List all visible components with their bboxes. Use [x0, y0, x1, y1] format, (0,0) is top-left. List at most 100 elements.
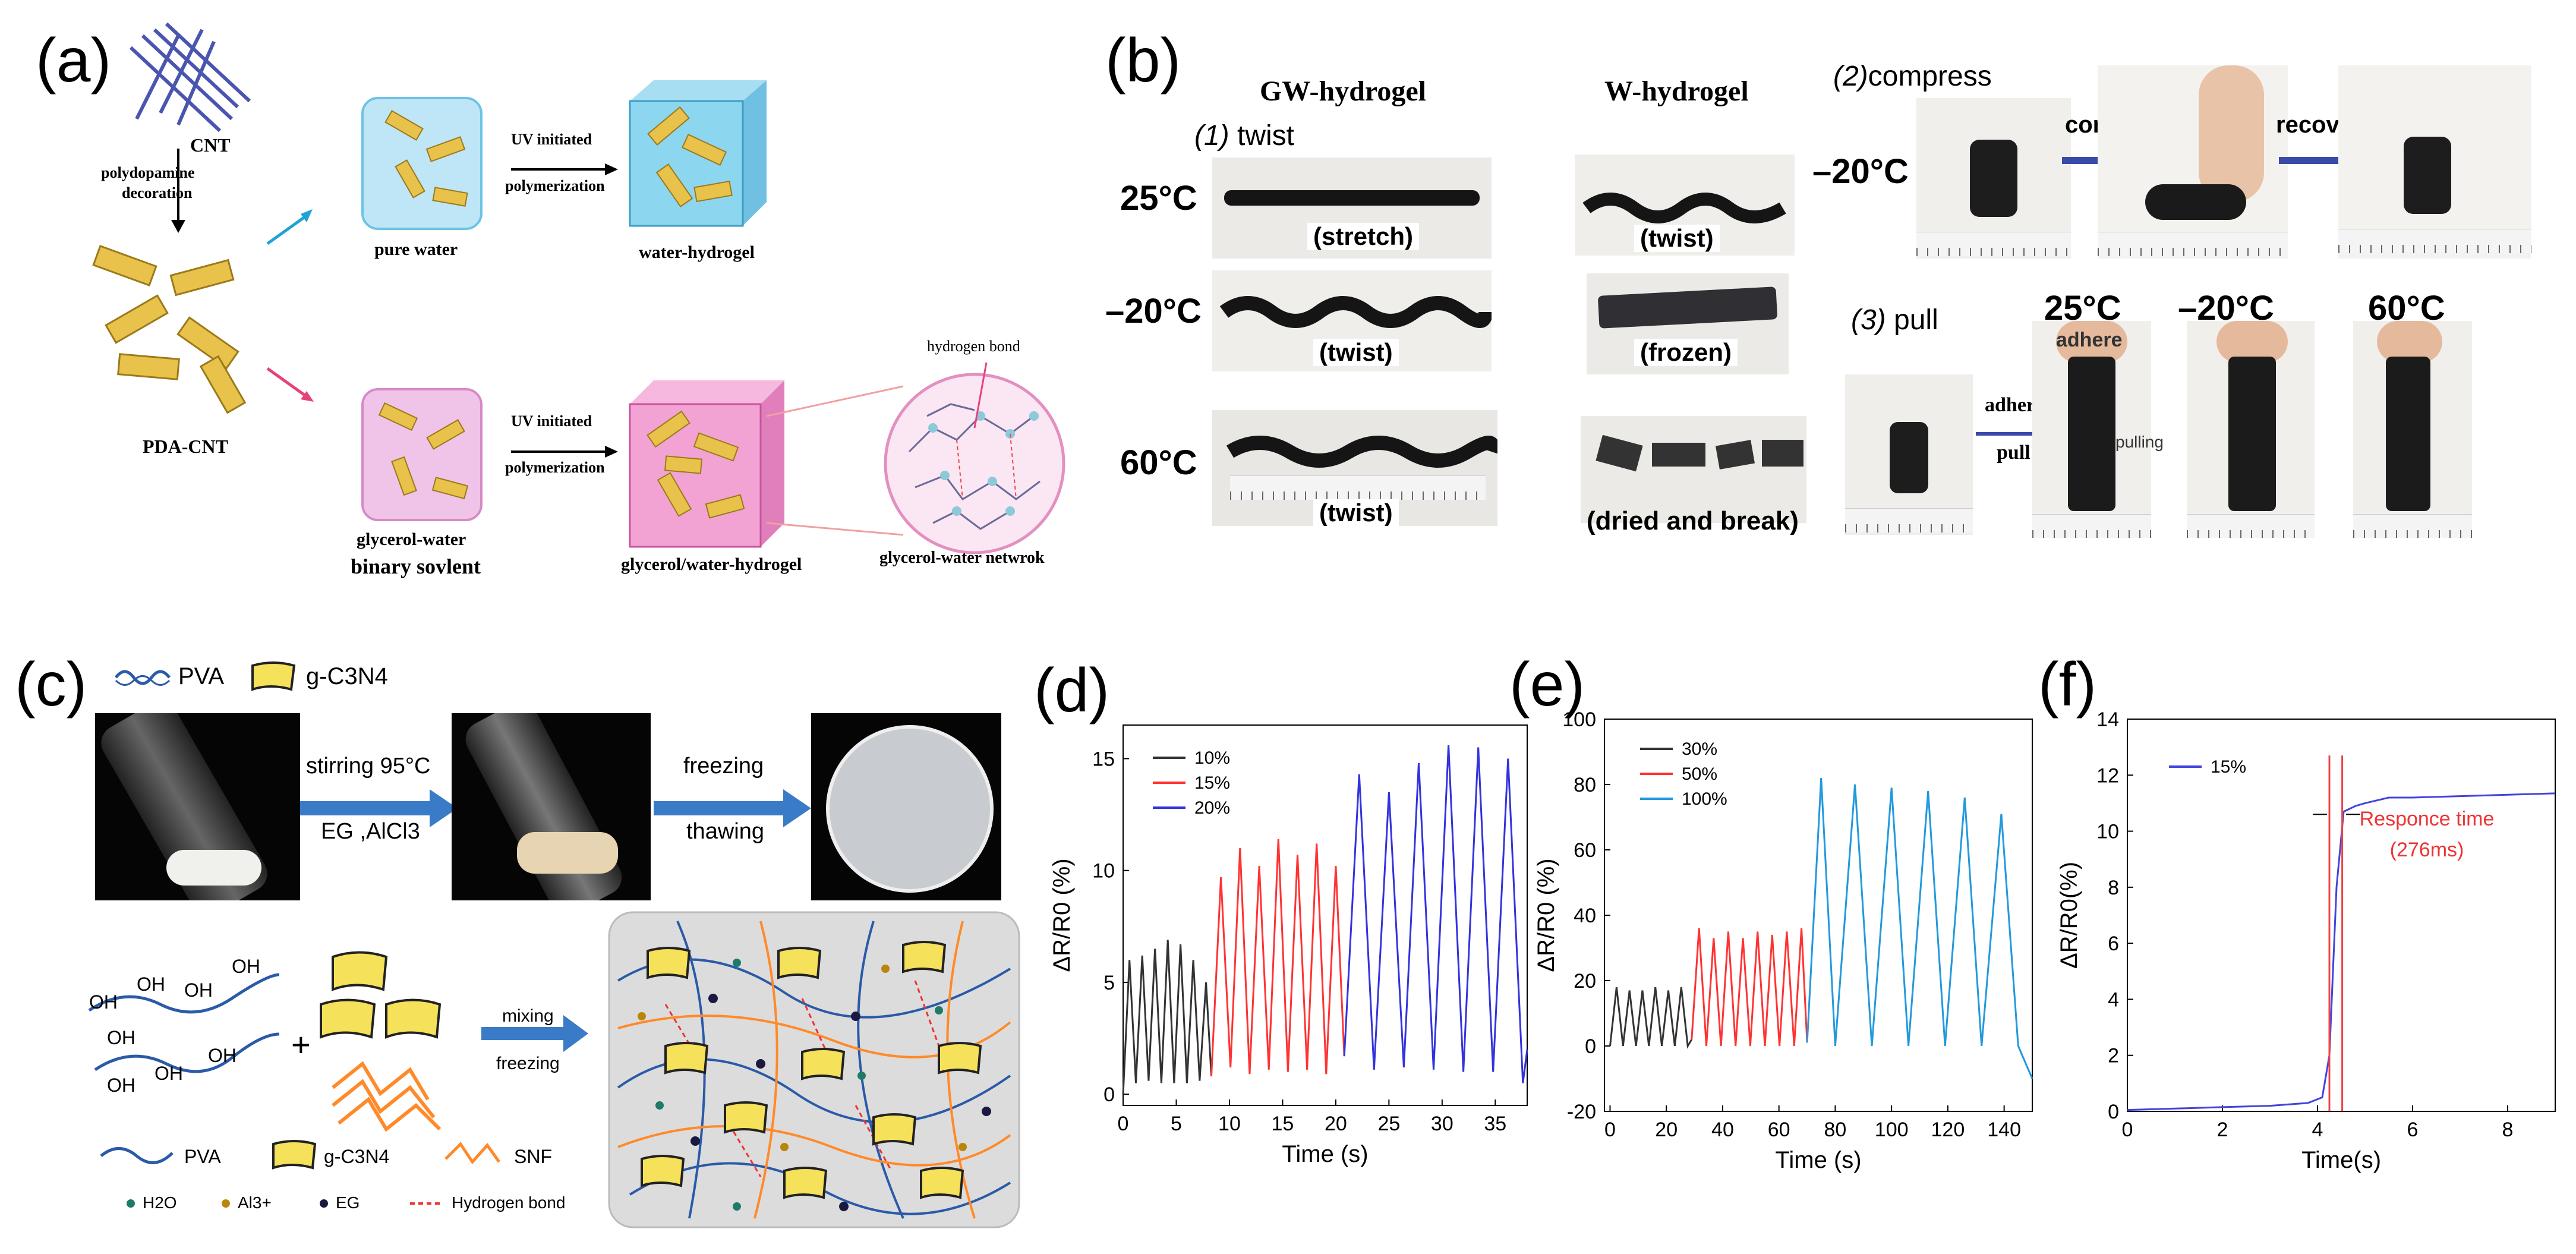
- photo-compress-before: [1916, 98, 2071, 259]
- photo-w-twist: (twist): [1575, 155, 1795, 256]
- series-line-15pct: [2127, 792, 2556, 1111]
- oh-5: OH: [107, 1027, 135, 1048]
- x-tick-label: 60: [1768, 1118, 1790, 1141]
- x-tick-label: 25: [1377, 1113, 1400, 1135]
- x-tick-label: 2: [2217, 1118, 2228, 1141]
- compress-step: (2)compress: [1833, 62, 1992, 91]
- legend-al: Al3+: [238, 1193, 272, 1212]
- x-tick-label: 40: [1711, 1118, 1734, 1141]
- x-tick-label: 0: [2122, 1118, 2133, 1141]
- photo-pull-60: [2353, 321, 2472, 538]
- x-tick-label: 30: [1431, 1113, 1453, 1135]
- legend-snf: SNF: [514, 1146, 552, 1167]
- network-composite: [608, 911, 1020, 1228]
- plus-sign: +: [291, 1026, 311, 1063]
- panel-d-label: (d): [1034, 656, 1110, 725]
- y-tick-label: 60: [1574, 839, 1596, 862]
- photo-w-dried: [1581, 416, 1806, 523]
- compress-step-text: compress: [1868, 61, 1992, 92]
- x-axis-label: Time (s): [1282, 1141, 1368, 1167]
- series-line-15pct: [1210, 839, 1345, 1077]
- panel-b-label: (b): [1105, 26, 1181, 95]
- y-tick-label: 0: [1585, 1035, 1596, 1058]
- pure-water-cube: [361, 97, 483, 230]
- photo-tube-2: [452, 713, 651, 900]
- y-tick-label: 40: [1574, 905, 1596, 927]
- mixing-schematic: [88, 951, 588, 1132]
- photo-compress-recover: [2338, 65, 2531, 259]
- cnt-bundle: [129, 22, 251, 133]
- oh-1: OH: [89, 991, 118, 1013]
- pulling-label: pulling: [2115, 433, 2164, 451]
- gw-hydrogel-cube: [629, 380, 784, 548]
- uv-label-1b: polymerization: [505, 177, 605, 194]
- freezing2-label: freezing: [496, 1054, 560, 1073]
- x-tick-label: 6: [2407, 1118, 2419, 1141]
- legend-gc3n4: g-C3N4: [324, 1146, 390, 1167]
- pda-cnt-cluster: [92, 245, 247, 414]
- thawing-label: thawing: [686, 819, 764, 844]
- photo-pull-25: [2032, 321, 2151, 538]
- pure-water-label: pure water: [374, 240, 458, 259]
- y-tick-label: 80: [1574, 774, 1596, 796]
- uv-label-2a: UV initiated: [511, 412, 592, 430]
- legend-label: 10%: [1194, 748, 1230, 768]
- y-tick-label: 5: [1103, 972, 1115, 994]
- pull-step-text: pull: [1894, 304, 1938, 336]
- stirring-label: stirring 95°C: [306, 754, 431, 779]
- y-tick-label: 4: [2108, 988, 2119, 1011]
- photo-pull-m20: [2187, 321, 2315, 538]
- decoration-label-2: decoration: [122, 184, 193, 201]
- series-line-50pct: [1691, 928, 1808, 1047]
- y-tick-label: 12: [2096, 764, 2119, 787]
- water-hydrogel-label: water-hydrogel: [639, 242, 755, 262]
- y-axis-label: ΔR/R0 (%): [1049, 858, 1075, 972]
- y-tick-label: 0: [1103, 1083, 1115, 1106]
- mixing-label: mixing: [502, 1006, 554, 1026]
- pull-temp-25: 25°C: [2044, 289, 2121, 327]
- y-axis-label: ΔR/R0 (%): [1533, 858, 1559, 972]
- temp-60: 60°C: [1120, 443, 1197, 482]
- ruler: [1230, 475, 1486, 500]
- legend-hb: Hydrogen bond: [452, 1193, 566, 1212]
- twist-step-text: twist: [1237, 120, 1295, 152]
- legend-label: 15%: [2211, 757, 2246, 777]
- legend-eg: EG: [336, 1193, 360, 1212]
- panel-c-label: (c): [15, 650, 87, 719]
- hydrogen-bond-label: hydrogen bond: [927, 338, 1020, 355]
- photo-gw-25: (stretch): [1212, 157, 1492, 259]
- y-tick-label: 10: [2096, 821, 2119, 843]
- adhere-pull-2: pull: [1997, 442, 2030, 464]
- panel-c-legend: [100, 1140, 501, 1208]
- oh-6: OH: [155, 1063, 183, 1084]
- y-tick-label: 6: [2108, 932, 2119, 955]
- gc3n4-top-label: g-C3N4: [306, 663, 388, 689]
- uv-label-2b: polymerization: [505, 459, 605, 476]
- x-tick-label: 4: [2312, 1118, 2323, 1141]
- x-tick-label: 20: [1655, 1118, 1678, 1141]
- glycerol-water-label: glycerol-water: [357, 530, 466, 549]
- legend-h2o: H2O: [143, 1193, 177, 1212]
- gw-network-label: glycerol-water netwrok: [879, 549, 1045, 567]
- eg-alcl3-label: EG ,AlCl3: [321, 819, 420, 844]
- x-tick-label: 120: [1931, 1118, 1965, 1141]
- caption-twist-1: (twist): [1313, 338, 1399, 367]
- x-tick-label: 10: [1218, 1113, 1241, 1135]
- caption-stretch: (stretch): [1307, 222, 1420, 251]
- oh-3: OH: [184, 979, 213, 1001]
- temp-m20: –20°C: [1105, 292, 1202, 330]
- photo-pull-before: [1845, 374, 1973, 535]
- caption-frozen: (frozen): [1634, 338, 1738, 367]
- x-tick-label: 100: [1875, 1118, 1909, 1141]
- series-line-20pct: [1343, 745, 1528, 1083]
- caption-twist-2: (twist): [1313, 499, 1399, 526]
- y-tick-label: 10: [1092, 860, 1115, 883]
- pull-step: (3) pull: [1851, 306, 1938, 335]
- y-axis-label: ΔR/R0(%): [2056, 862, 2082, 969]
- twist-step-num: (1): [1194, 120, 1229, 152]
- panel-a-label: (a): [36, 26, 112, 95]
- plot-frame: [1123, 724, 1528, 1106]
